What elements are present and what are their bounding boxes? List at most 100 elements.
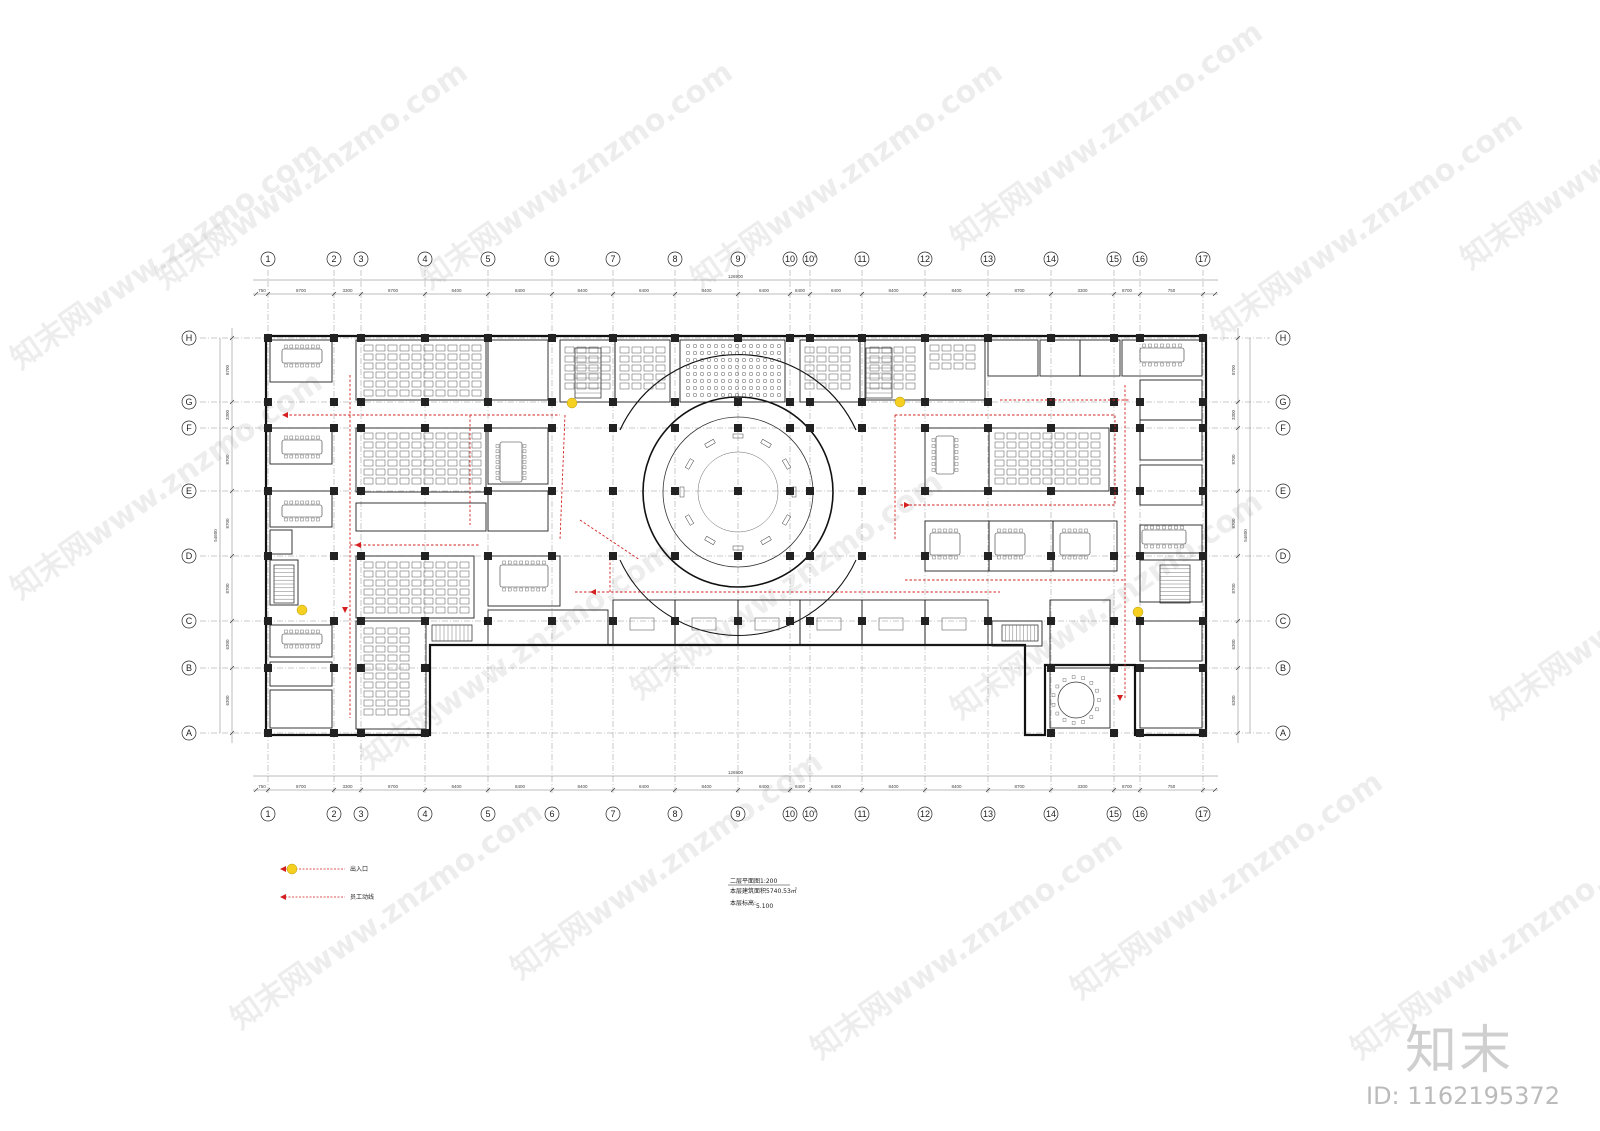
workstation-desk xyxy=(576,373,587,381)
workstation-desk xyxy=(399,459,410,467)
workstation-desk xyxy=(941,362,952,370)
structural-column xyxy=(330,398,338,406)
workstation-desk xyxy=(423,561,434,569)
meeting-table xyxy=(691,617,717,631)
structural-column xyxy=(330,334,338,342)
workstation-desk xyxy=(941,353,952,361)
structural-column xyxy=(264,424,272,432)
auditorium-seat xyxy=(706,378,712,384)
workstation-desk xyxy=(435,389,446,397)
structural-column xyxy=(421,729,429,737)
workstation-desk xyxy=(631,382,642,390)
workstation-desk xyxy=(1090,468,1101,476)
workstation-desk xyxy=(363,389,374,397)
dimension-bay-label: 8700 xyxy=(296,784,307,789)
workstation-desk xyxy=(459,561,470,569)
auditorium-seat xyxy=(734,364,740,370)
dimension-tick xyxy=(331,787,337,793)
chair xyxy=(1166,343,1170,348)
grid-bubble xyxy=(480,806,496,822)
grid-bubble xyxy=(917,251,933,267)
workstation-desk xyxy=(1042,468,1053,476)
structural-column xyxy=(858,424,866,432)
chair xyxy=(522,454,527,459)
auditorium-seat xyxy=(685,350,691,356)
grid-label-column: 11 xyxy=(857,254,866,264)
grid-bubble xyxy=(1195,806,1211,822)
workstation-desk xyxy=(965,353,976,361)
structural-column xyxy=(671,487,679,495)
workstation-desk xyxy=(471,344,482,352)
conference-table xyxy=(1139,347,1185,363)
workstation-desk xyxy=(600,355,611,363)
workstation-desk xyxy=(1066,450,1077,458)
workstation-desk xyxy=(375,606,386,614)
structural-column xyxy=(421,487,429,495)
workstation-desk xyxy=(411,344,422,352)
workstation-desk xyxy=(375,663,386,671)
grid-label-column: 3 xyxy=(358,809,363,819)
workstation-desk xyxy=(953,362,964,370)
workstation-desk xyxy=(600,373,611,381)
chair xyxy=(300,629,304,634)
grid-bubble xyxy=(1043,251,1059,267)
structural-column xyxy=(806,552,814,560)
workstation-desk xyxy=(375,344,386,352)
grid-bubble xyxy=(782,251,798,267)
workstation-desk xyxy=(655,373,666,381)
workstation-desk xyxy=(447,371,458,379)
dimension-tick xyxy=(485,291,491,297)
legend-entrance-label: 出入口 xyxy=(350,865,368,873)
chair xyxy=(931,462,936,466)
chair xyxy=(1174,525,1178,530)
room xyxy=(487,427,549,485)
chair xyxy=(305,517,310,522)
workstation-desk xyxy=(375,477,386,485)
workstation-desk xyxy=(375,645,386,653)
staff-flow-route xyxy=(579,519,641,561)
entrance-marker-icon xyxy=(296,604,308,616)
workstation-desk xyxy=(411,570,422,578)
dimension-bay-label: 3300 xyxy=(225,409,230,420)
workstation-desk xyxy=(423,468,434,476)
workstation-desk xyxy=(363,708,374,716)
room xyxy=(1139,620,1203,662)
chair xyxy=(310,435,315,440)
workstation-desk xyxy=(1078,441,1089,449)
chair xyxy=(1168,525,1172,530)
chair xyxy=(310,363,315,368)
auditorium-seat xyxy=(741,343,747,349)
chair xyxy=(300,363,304,368)
grid-bubble xyxy=(802,806,818,822)
grid-bubble xyxy=(1275,420,1291,436)
workstation-desk xyxy=(363,441,374,449)
chair xyxy=(1180,525,1184,530)
workstation-desk xyxy=(1030,441,1041,449)
grid-bubble xyxy=(667,251,683,267)
chair xyxy=(943,528,947,533)
workstation-desk xyxy=(399,663,410,671)
workstation-desk xyxy=(1006,441,1017,449)
workstation-desk xyxy=(994,450,1005,458)
auditorium-seat xyxy=(762,343,768,349)
workstation-desk xyxy=(387,362,398,370)
chair xyxy=(1166,362,1170,367)
chair xyxy=(310,644,315,649)
auditorium-seat xyxy=(755,385,761,391)
workstation-desk xyxy=(387,681,398,689)
auditorium-seat xyxy=(741,350,747,356)
room xyxy=(487,490,549,532)
chair xyxy=(1144,544,1148,549)
chair xyxy=(289,344,294,349)
dimension-bay-label: 8700 xyxy=(1122,288,1133,293)
grid-label-column: 4 xyxy=(422,254,427,264)
room xyxy=(269,427,333,465)
workstation-desk xyxy=(941,344,952,352)
structural-column xyxy=(609,334,617,342)
chair xyxy=(1078,528,1083,533)
structural-column xyxy=(357,334,365,342)
structural-column xyxy=(806,334,814,342)
workstation-desk xyxy=(471,353,482,361)
grid-bubble xyxy=(181,548,197,564)
chair xyxy=(1156,544,1160,549)
